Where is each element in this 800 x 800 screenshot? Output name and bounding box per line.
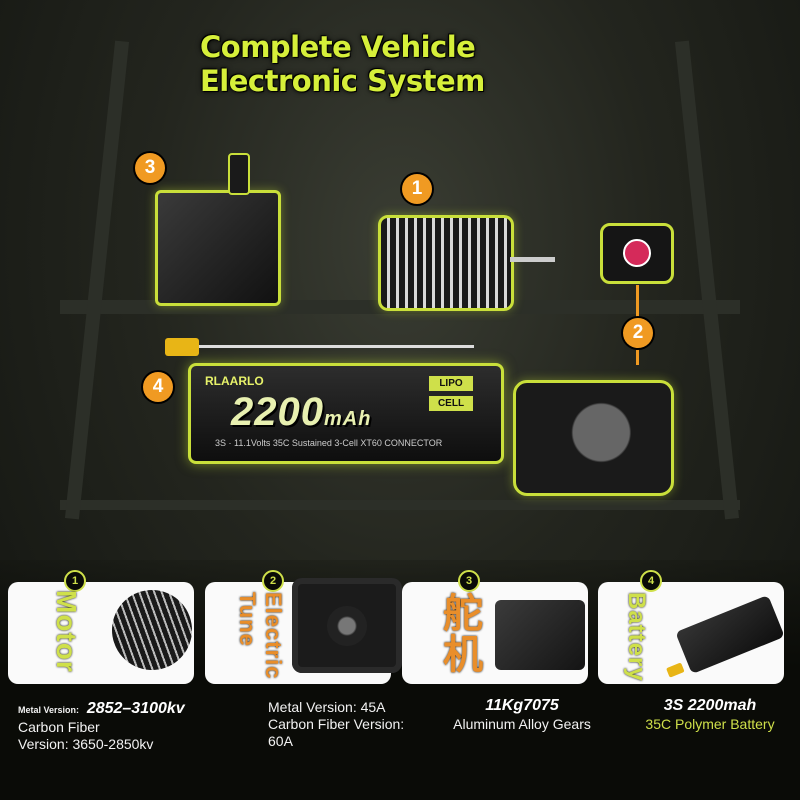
battery-spec-line: 3S · 11.1Volts 35C Sustained 3-Cell XT60… bbox=[215, 438, 443, 448]
servo-thumbnail bbox=[495, 600, 585, 670]
spec-battery-value: 3S 2200mah bbox=[663, 697, 757, 714]
battery-capacity: 2200mAh bbox=[231, 390, 371, 435]
spec-servo-value: 11Kg7075 bbox=[485, 697, 559, 714]
esc-thumbnail bbox=[292, 578, 402, 673]
battery-brand: RLAARLO bbox=[205, 374, 264, 388]
card-title-motor: Motor bbox=[51, 590, 82, 673]
motor-component bbox=[378, 215, 514, 311]
card-number-3: 3 bbox=[458, 570, 480, 592]
card-number-4: 4 bbox=[640, 570, 662, 592]
spec-esc: Metal Version: 45A Carbon Fiber Version:… bbox=[268, 699, 438, 750]
badge-3: 3 bbox=[135, 153, 165, 183]
esc-component bbox=[513, 380, 674, 496]
spec-motor-value: 2852–3100kv bbox=[86, 700, 185, 717]
xt60-connector bbox=[165, 338, 199, 356]
power-switch-component bbox=[600, 223, 674, 284]
spec-motor: Metal Version: 2852–3100kv Carbon Fiber … bbox=[18, 700, 208, 753]
spec-motor-line1: Metal Version: 2852–3100kv bbox=[18, 700, 208, 719]
battery-tag-cell: CELL bbox=[429, 396, 473, 411]
battery-tag-lipo: LIPO bbox=[429, 376, 473, 391]
spec-battery-line2: 35C Polymer Battery bbox=[645, 716, 775, 732]
card-title-servo: 舵机 bbox=[436, 592, 482, 674]
spec-motor-label: Metal Version: bbox=[18, 705, 80, 715]
spec-servo-line2: Aluminum Alloy Gears bbox=[453, 716, 591, 732]
card-number-1: 1 bbox=[64, 570, 86, 592]
spec-esc-line2: Carbon Fiber Version: bbox=[268, 716, 405, 732]
servo-component bbox=[155, 153, 281, 306]
spec-battery: 3S 2200mah 35C Polymer Battery bbox=[630, 697, 790, 733]
title-line-1: Complete Vehicle bbox=[200, 30, 476, 64]
badge-1: 1 bbox=[402, 174, 432, 204]
battery-component: RLAARLO 2200mAh 3S · 11.1Volts 35C Susta… bbox=[188, 363, 504, 464]
card-title-tune: Tune bbox=[235, 592, 260, 647]
battery-capacity-number: 2200 bbox=[231, 390, 324, 434]
chassis-frame-rail bbox=[60, 500, 740, 510]
badge-2: 2 bbox=[623, 318, 653, 348]
spec-motor-line3: Version: 3650-2850kv bbox=[18, 736, 154, 752]
spec-servo: 11Kg7075 Aluminum Alloy Gears bbox=[442, 697, 602, 733]
battery-wire bbox=[199, 345, 474, 348]
card-title-battery: Battery bbox=[623, 592, 650, 682]
spec-motor-line2: Carbon Fiber bbox=[18, 719, 100, 735]
page-title: Complete Vehicle Electronic System bbox=[200, 30, 500, 98]
spec-esc-line1: Metal Version: 45A bbox=[268, 699, 386, 715]
motor-shaft bbox=[510, 257, 555, 262]
card-title-electric: Electric bbox=[261, 592, 286, 680]
title-line-2: Electronic System bbox=[200, 64, 485, 98]
badge-4: 4 bbox=[143, 372, 173, 402]
spec-esc-line3: 60A bbox=[268, 733, 293, 749]
card-number-2: 2 bbox=[262, 570, 284, 592]
battery-capacity-unit: mAh bbox=[323, 408, 372, 430]
